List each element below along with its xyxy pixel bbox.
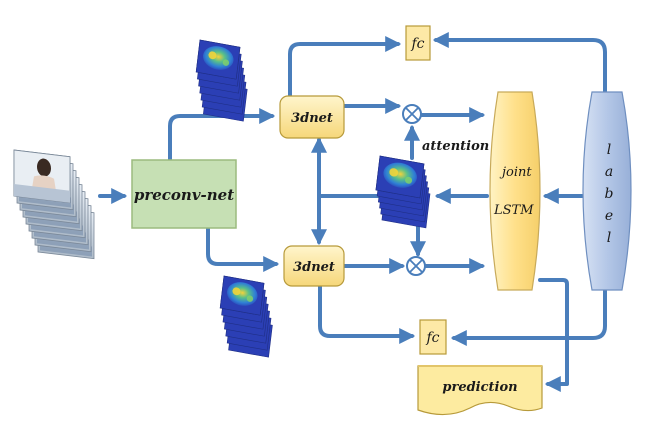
- label-letter: l: [607, 230, 611, 246]
- label-letter: l: [607, 142, 611, 158]
- multiply-top-icon: [402, 104, 422, 124]
- video-frame-stack-icon: [13, 149, 95, 260]
- label-node: l a b e l: [582, 91, 632, 291]
- arrow-label-to-fc-top: [432, 32, 607, 94]
- 3dnet-bottom-label: 3dnet: [293, 260, 335, 275]
- connectors: [98, 32, 607, 392]
- arrow-lstm-to-prediction: [538, 278, 569, 392]
- heatmap-top-layer: [375, 155, 425, 199]
- attention-label: attention: [422, 139, 489, 154]
- heatmap-stack-top-icon: [195, 39, 248, 122]
- person-silhouette-icon: [13, 149, 71, 204]
- fc-top-node: fc: [405, 25, 431, 61]
- joint-lstm-node: joint LSTM: [489, 91, 541, 291]
- 3dnet-top-node: 3dnet: [279, 95, 345, 139]
- preconv-label: preconv-net: [134, 186, 234, 204]
- 3dnet-bottom-node: 3dnet: [283, 245, 345, 287]
- heatmap-top-layer: [219, 275, 265, 316]
- arrow-net-top-to-fc-top: [288, 36, 402, 98]
- fc-top-label: fc: [410, 36, 424, 52]
- label-letter: b: [605, 186, 614, 202]
- arrow-label-to-fc-bottom: [450, 288, 607, 346]
- joint-lstm-label-line2: LSTM: [493, 203, 534, 218]
- fc-bottom-label: fc: [425, 330, 439, 346]
- arrow-preconv-to-net-top: [168, 108, 276, 162]
- arrow-net-bottom-to-fc-bottom: [318, 284, 416, 344]
- prediction-node: prediction: [417, 365, 543, 416]
- attention-heatmap-stack-icon: [375, 155, 431, 229]
- multiply-bottom-icon: [406, 256, 426, 276]
- label-letter: e: [605, 208, 613, 224]
- preconv-node: preconv-net: [131, 159, 237, 229]
- prediction-label: prediction: [442, 380, 517, 395]
- heatmap-top-layer: [195, 39, 241, 80]
- 3dnet-top-label: 3dnet: [291, 111, 333, 126]
- arrow-preconv-to-net-bottom: [206, 226, 280, 272]
- joint-lstm-label-line1: joint: [499, 165, 532, 180]
- fc-bottom-node: fc: [419, 319, 447, 355]
- heatmap-stack-bottom-icon: [219, 275, 273, 358]
- label-letter: a: [605, 164, 613, 180]
